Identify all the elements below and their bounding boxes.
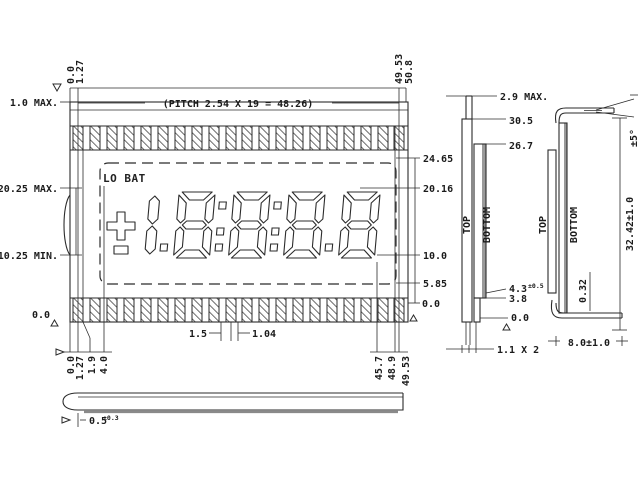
dim-43-tol: ±0.5 (528, 282, 544, 290)
dim-05: 0.5 (89, 416, 107, 427)
datum-triangle-bottom-left (50, 319, 59, 327)
dim-top-127: 1.27 (75, 60, 86, 84)
dim-top-0: 0.0 (66, 66, 77, 84)
side2-top-label: TOP (538, 216, 549, 234)
profile-dimension: 0.5 ±0.3 (61, 413, 119, 427)
bottom-profile-view: 0.5 ±0.3 (61, 392, 404, 427)
viewing-area-outline (99, 162, 397, 285)
dim-bot-457: 45.7 (374, 356, 385, 380)
dim-bot-127: 1.27 (75, 356, 86, 380)
front-top-dimensions: 0.0 1.27 49.53 50.8 (PITCH 2.54 X 19 = 4… (52, 54, 415, 352)
dim-bot-19: 1.9 (87, 356, 98, 374)
front-bottom-dimensions: 0.0 1.27 1.9 4.0 45.7 48.9 49.53 1.5 1.0… (55, 126, 412, 386)
connector-bump-outline (63, 194, 71, 256)
dim-top-4953: 49.53 (394, 54, 405, 84)
side2-bottom-label: BOTTOM (569, 207, 580, 243)
seven-segment-digits (144, 191, 381, 259)
dim-2465: 24.65 (423, 154, 453, 165)
datum-triangle-profile (61, 416, 72, 424)
dim-10: 10.0 (423, 251, 447, 262)
side1-top-glass (461, 118, 473, 323)
dim-29-max: 2.9 MAX. (500, 92, 548, 103)
side1-dimensions: 2.9 MAX. 30.5 26.7 4.3 ±0.5 3.8 0.0 1.1 … (446, 92, 548, 356)
side2-dimensions: ±5° 32.42±1.0 0.32 8.0±1.0 (548, 117, 640, 349)
datum-triangle-left-arrow (55, 348, 66, 356)
top-pin-row (72, 125, 405, 151)
side2-top-glass (547, 149, 557, 294)
side1-bottom-label: BOTTOM (482, 207, 493, 243)
dim-left-0: 0.0 (32, 310, 50, 321)
dim-104: 1.04 (252, 329, 276, 340)
dim-bot-489: 48.9 (387, 356, 398, 380)
dim-80: 8.0±1.0 (568, 338, 610, 349)
datum-triangle-top-left (52, 83, 62, 93)
dim-38: 3.8 (509, 294, 527, 305)
front-view: LO BAT (0, 54, 453, 386)
dim-right-0: 0.0 (422, 299, 440, 310)
dim-585: 5.85 (423, 279, 447, 290)
dim-267: 26.7 (509, 141, 533, 152)
dim-1025-min: 10.25 MIN. (0, 251, 58, 262)
dim-pm5deg: ±5° (629, 129, 640, 147)
dim-side1-0: 0.0 (511, 313, 529, 324)
side-view-1: TOP BOTTOM 2.9 MAX. 30.5 26.7 4.3 ±0.5 3… (446, 92, 548, 356)
bottom-pin-row (72, 297, 405, 323)
dim-3242: 32.42±1.0 (625, 197, 636, 251)
profile-outline (62, 392, 404, 411)
dim-2016: 20.16 (423, 184, 453, 195)
datum-triangle-bottom-right (409, 314, 418, 322)
dim-1-0-max: 1.0 MAX. (10, 98, 58, 109)
side2-bottom-pin (550, 299, 623, 319)
dim-032: 0.32 (578, 279, 589, 303)
side-view-2: TOP BOTTOM ±5° 32.42±1.0 0.32 8.0±1.0 (538, 94, 640, 349)
dim-pitch: (PITCH 2.54 X 19 = 48.26) (163, 99, 314, 110)
lcd-content: LO BAT (103, 172, 381, 259)
dim-05-tol: ±0.3 (103, 414, 119, 422)
datum-triangle-side1 (502, 323, 511, 331)
dim-305: 30.5 (509, 116, 533, 127)
lo-bat-indicator: LO BAT (103, 172, 146, 185)
side2-top-pin (554, 94, 638, 124)
plus-minus-sign (106, 211, 136, 255)
front-left-dimensions: 1.0 MAX. 20.25 MAX. 10.25 MIN. 0.0 (0, 98, 82, 327)
dim-bot-0: 0.0 (66, 356, 77, 374)
dim-bot-4953: 49.53 (401, 356, 412, 386)
dim-43: 4.3 (509, 284, 527, 295)
side1-top-label: TOP (462, 216, 473, 234)
dim-2025-max: 20.25 MAX. (0, 184, 58, 195)
dim-bot-40: 4.0 (99, 356, 110, 374)
front-right-dimensions: 24.65 20.16 10.0 5.85 0.0 (360, 154, 453, 322)
dim-15: 1.5 (189, 329, 207, 340)
dim-11x2: 1.1 X 2 (497, 345, 539, 356)
dim-top-508: 50.8 (404, 60, 415, 84)
